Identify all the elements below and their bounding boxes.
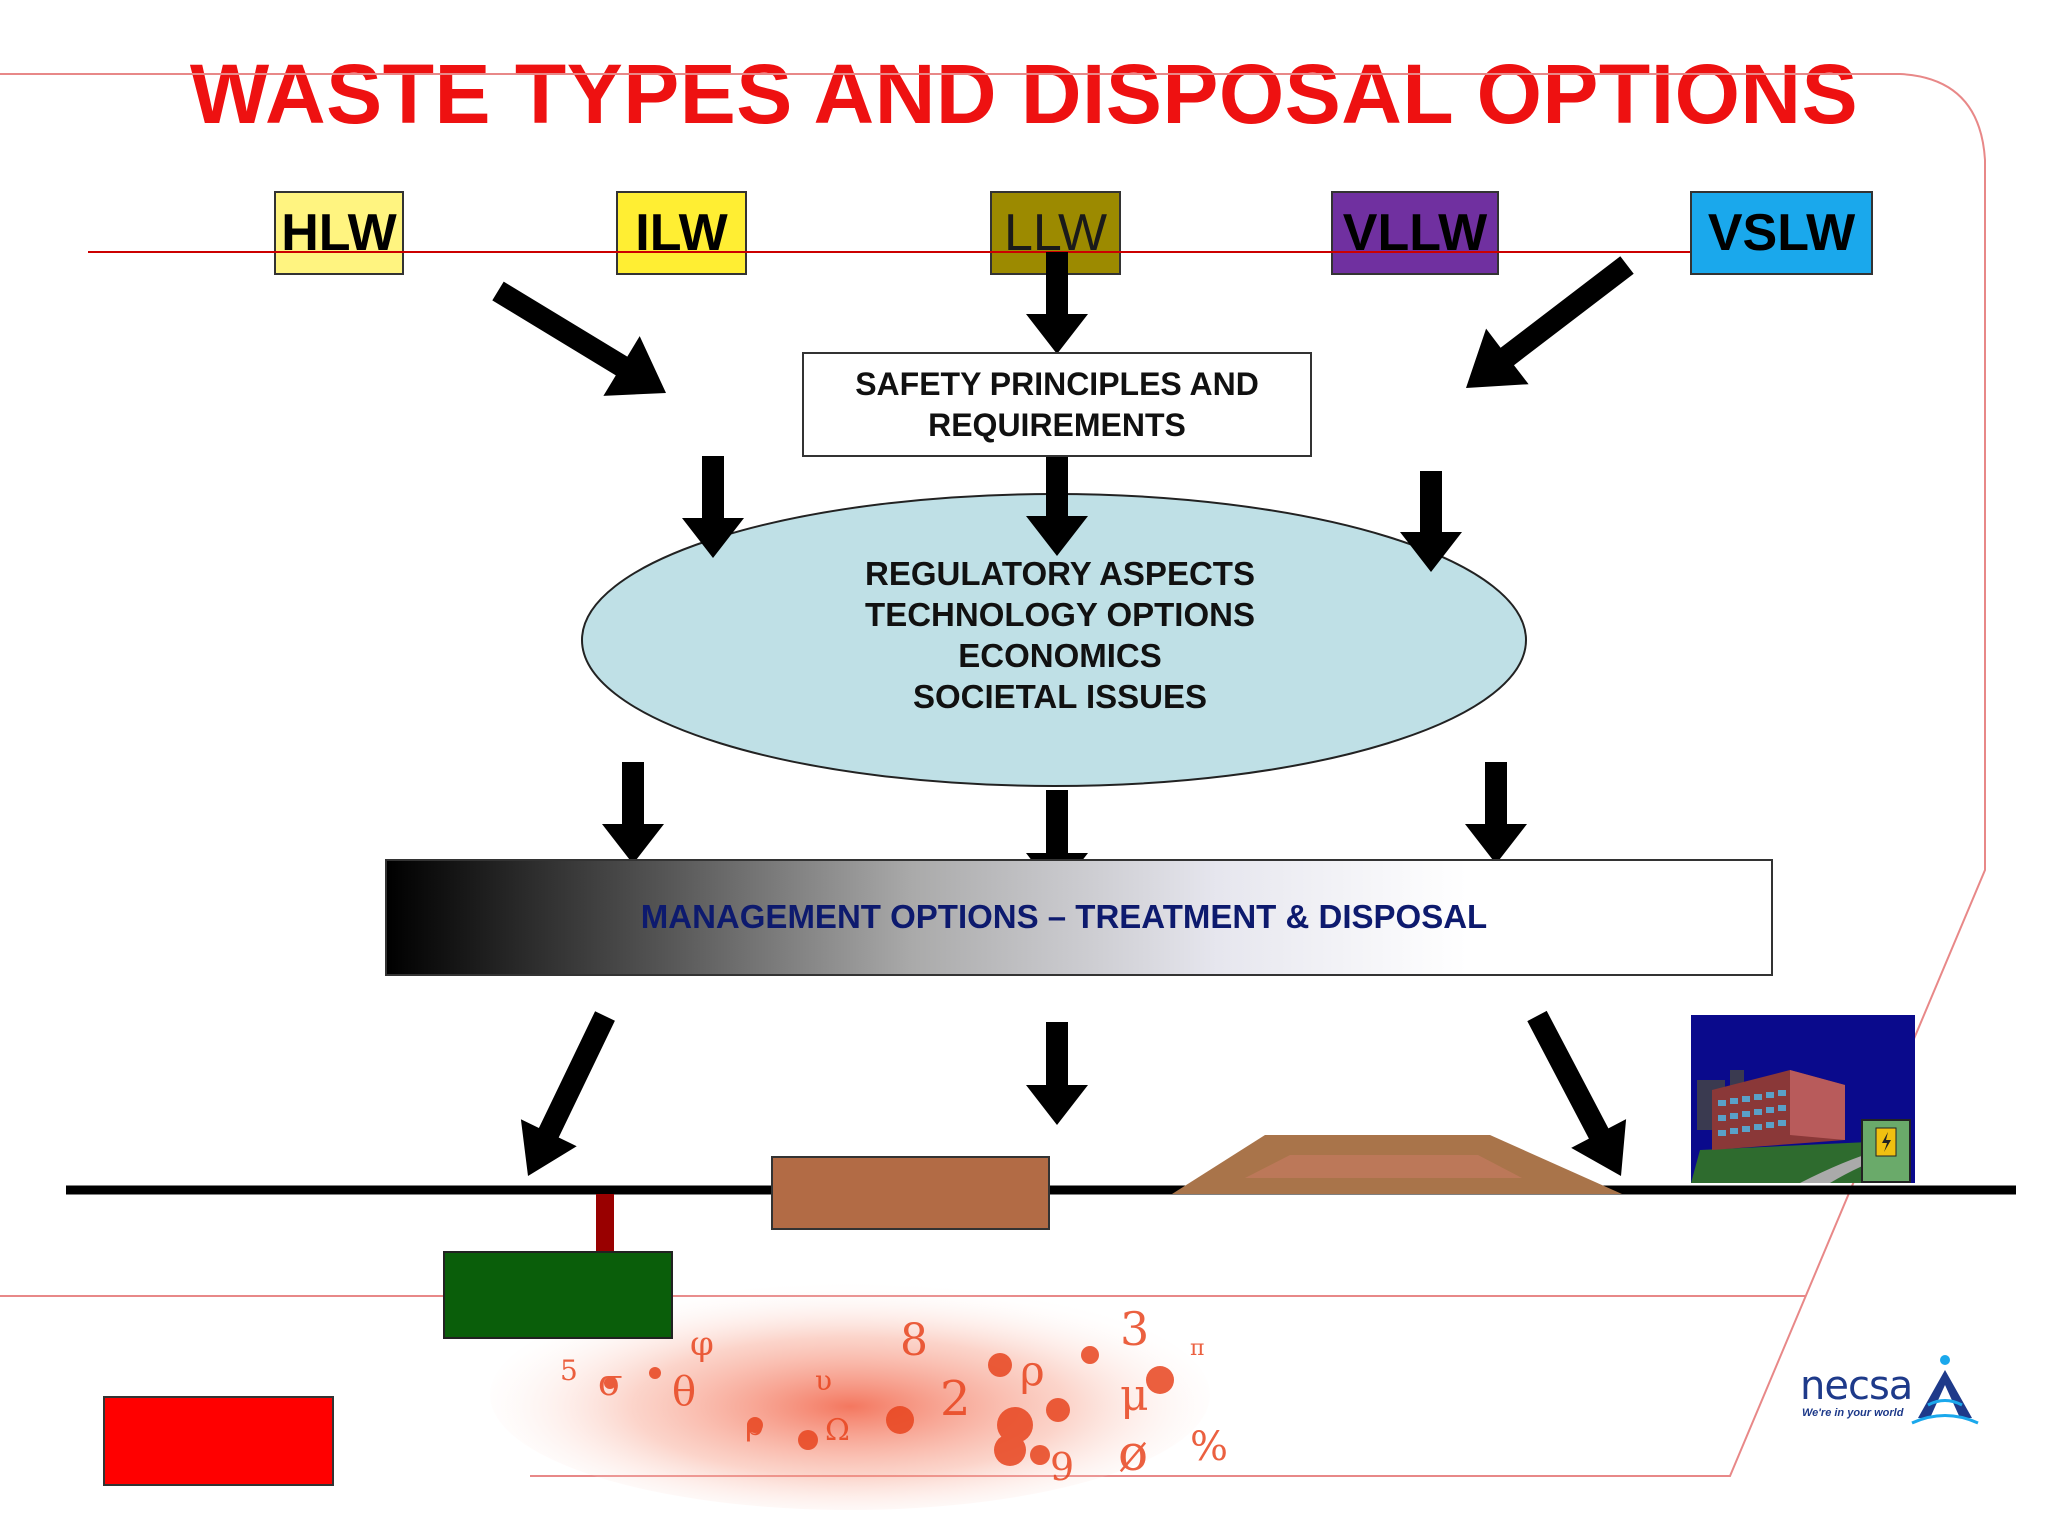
arrow-to-near-surface (1026, 1022, 1088, 1125)
svg-text:2: 2 (940, 1371, 971, 1427)
consideration-item: REGULATORY ASPECTS (865, 555, 1255, 592)
consideration-item: ECONOMICS (958, 637, 1162, 674)
deep-repository (443, 1251, 673, 1339)
management-options-bar (385, 859, 1773, 976)
svg-text:ρ: ρ (1020, 1346, 1045, 1395)
consideration-item: TECHNOLOGY OPTIONS (865, 596, 1255, 633)
svg-text:μ: μ (1120, 1370, 1149, 1421)
decorative-symbols: 5 σ θ φ ρ υ Ω 8 2 ρ 3 π μ ø % 9 (560, 1302, 1228, 1489)
mound-inner (1245, 1155, 1522, 1178)
arrow-to-ellipse-right (1400, 471, 1462, 572)
safety-principles-box: SAFETY PRINCIPLES AND REQUIREMENTS (802, 352, 1312, 457)
arrow-hlw-ilw-to-safety (492, 281, 666, 396)
considerations-text: REGULATORY ASPECTS TECHNOLOGY OPTIONS EC… (740, 553, 1380, 717)
svg-text:%: % (1190, 1424, 1228, 1470)
safety-line: SAFETY PRINCIPLES AND (855, 365, 1259, 402)
waste-type-label: VSLW (1707, 204, 1856, 262)
svg-text:8: 8 (900, 1315, 928, 1366)
svg-text:ø: ø (1118, 1424, 1148, 1482)
necsa-logo-tagline: We're in your world (1802, 1407, 1904, 1419)
arrow-to-management-left (602, 762, 664, 864)
slide-title: WASTE TYPES AND DISPOSAL OPTIONS (189, 47, 1859, 141)
arrow-to-ellipse-left (682, 456, 744, 558)
svg-text:5: 5 (560, 1354, 578, 1387)
borehole-shaft (596, 1194, 614, 1256)
consideration-item: SOCIETAL ISSUES (912, 678, 1207, 715)
arrow-to-management-right (1465, 762, 1527, 864)
svg-text:Ω: Ω (825, 1413, 850, 1448)
management-options-label: MANAGEMENT OPTIONS – TREATMENT & DISPOSA… (640, 898, 1488, 935)
flow-arrows (492, 252, 1634, 1176)
arrow-to-ellipse-center (1026, 457, 1088, 556)
svg-text:θ: θ (672, 1369, 696, 1415)
svg-text:φ: φ (690, 1324, 714, 1364)
necsa-logo-text: necsa (1800, 1363, 1913, 1409)
near-surface-trench (771, 1156, 1050, 1230)
frame-outline (0, 73, 1986, 1477)
svg-text:υ: υ (815, 1364, 832, 1397)
svg-text:9: 9 (1050, 1445, 1074, 1489)
arrow-vllw-vslw-to-safety (1466, 256, 1634, 388)
arrow-to-mound-disposal (1527, 1010, 1627, 1176)
necsa-logo-icon (1911, 1355, 1979, 1425)
storage-building-picture (1691, 1015, 1915, 1183)
arrow-llw-to-safety (1026, 252, 1088, 354)
safety-line: REQUIREMENTS (928, 406, 1186, 443)
arrow-to-deep-disposal (520, 1011, 615, 1176)
svg-text:3: 3 (1120, 1302, 1149, 1356)
svg-text:π: π (1190, 1336, 1204, 1361)
waste-type-vslw: VSLW (1690, 191, 1873, 275)
red-block (103, 1396, 334, 1486)
